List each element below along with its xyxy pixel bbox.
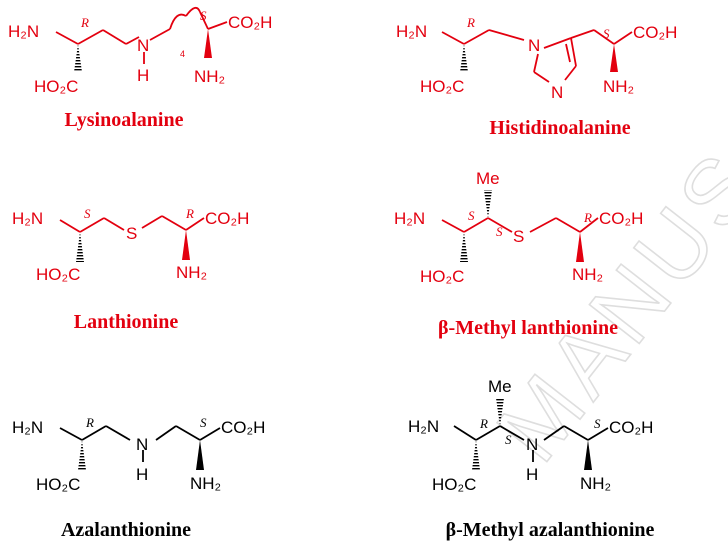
atom-methyl: Me <box>476 169 500 188</box>
atom-acid: CO₂H <box>221 418 265 437</box>
stereo-descriptor: S <box>200 415 207 430</box>
atom-acid: CO₂H <box>205 209 249 228</box>
stereo-descriptor: S <box>496 224 503 239</box>
compound-name: Lanthionine <box>74 311 179 333</box>
stereo-descriptor: R <box>185 206 194 221</box>
compound-name: Lysinoalanine <box>65 109 184 131</box>
structure-lysinoalanine: H₂N HO₂C N H CO₂H NH₂ 4 R S <box>8 6 272 96</box>
atom-acid: CO₂H <box>228 13 272 32</box>
atom-hydrogen: H <box>526 465 538 484</box>
chain-count: 4 <box>180 49 185 59</box>
atom-amine: H₂N <box>12 209 43 228</box>
stereo-descriptor: S <box>84 206 91 221</box>
stereo-descriptor: S <box>594 416 601 431</box>
atom-amine: NH₂ <box>580 474 611 493</box>
stereo-descriptor: R <box>479 416 488 431</box>
atom-amine: NH₂ <box>176 263 207 282</box>
atom-amine: NH₂ <box>572 265 603 284</box>
compound-name: Azalanthionine <box>61 519 191 541</box>
atom-acid: HO₂C <box>36 265 80 284</box>
atom-acid: HO₂C <box>420 267 464 286</box>
stereo-descriptor: R <box>466 15 475 30</box>
stereo-descriptor: S <box>505 432 512 447</box>
atom-acid: HO₂C <box>36 475 80 494</box>
structure-histidinoalanine: H₂N HO₂C N N CO₂H NH₂ R S <box>396 15 677 102</box>
stereo-descriptor: R <box>80 15 89 30</box>
compound-name: β-Methyl lanthionine <box>438 317 618 339</box>
atom-nitrogen: N <box>528 36 540 55</box>
stereo-descriptor: S <box>200 8 207 23</box>
atom-acid: HO₂C <box>34 77 78 96</box>
atom-nitrogen: N <box>137 36 149 55</box>
structure-lanthionine: H₂N HO₂C S CO₂H NH₂ S R <box>12 206 249 284</box>
atom-hydrogen: H <box>136 465 148 484</box>
atom-nitrogen: N <box>136 435 148 454</box>
atom-amine: NH₂ <box>190 474 221 493</box>
compound-name: β-Methyl azalanthionine <box>446 519 655 541</box>
stereo-descriptor: S <box>603 26 610 41</box>
structure-beta-methyl-lanthionine: Me H₂N HO₂C S CO₂H NH₂ S S R <box>394 169 643 286</box>
atom-amine: H₂N <box>12 418 43 437</box>
atom-hydrogen: H <box>137 66 149 85</box>
atom-acid: CO₂H <box>599 209 643 228</box>
atom-nitrogen: N <box>551 83 563 102</box>
atom-sulfur: S <box>513 227 524 246</box>
atom-amine: NH₂ <box>603 77 634 96</box>
atom-amine: NH₂ <box>194 67 225 86</box>
atom-acid: CO₂H <box>609 418 653 437</box>
compound-name: Histidinoalanine <box>489 117 630 139</box>
atom-amine: H₂N <box>396 22 427 41</box>
stereo-descriptor: R <box>85 415 94 430</box>
atom-nitrogen: N <box>526 435 538 454</box>
atom-amine: H₂N <box>394 209 425 228</box>
structure-beta-methyl-azalanthionine: Me H₂N HO₂C N H CO₂H NH₂ R S S <box>408 377 653 494</box>
stereo-descriptor: R <box>583 210 592 225</box>
atom-acid: CO₂H <box>633 23 677 42</box>
structure-azalanthionine: H₂N HO₂C N H CO₂H NH₂ R S <box>12 415 265 494</box>
atom-acid: HO₂C <box>420 77 464 96</box>
atom-methyl: Me <box>488 377 512 396</box>
atom-acid: HO₂C <box>432 475 476 494</box>
stereo-descriptor: S <box>468 208 475 223</box>
atom-amine: H₂N <box>408 417 439 436</box>
atom-amine: H₂N <box>8 22 39 41</box>
atom-sulfur: S <box>126 224 137 243</box>
